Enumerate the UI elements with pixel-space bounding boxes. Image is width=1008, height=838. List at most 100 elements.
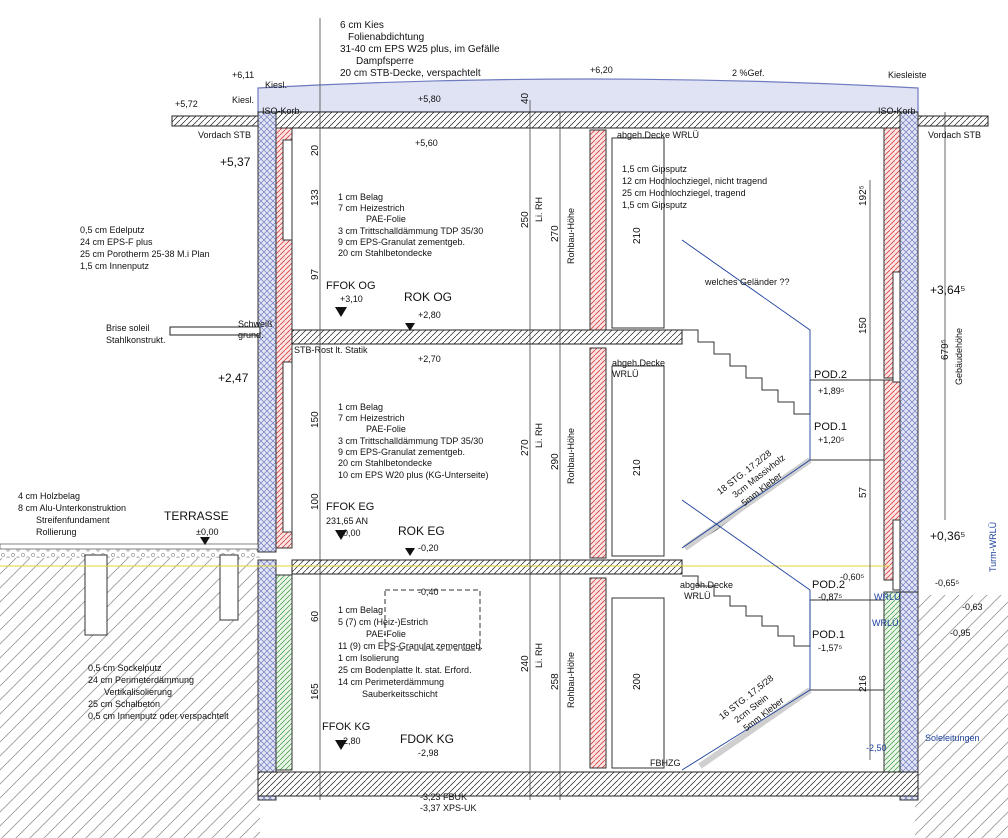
canopy-left xyxy=(171,115,261,127)
dim-290: 290 xyxy=(550,453,561,470)
dim-165: 165 xyxy=(310,683,321,700)
level-23165: 231,65 AN xyxy=(326,516,368,526)
dim-150: 150 xyxy=(310,411,321,428)
kg-layer-7: 14 cm Perimeterdämmung xyxy=(338,677,444,687)
level-m323: -3,23 FBUK xyxy=(420,792,467,802)
door-eg xyxy=(611,365,665,557)
dim-192: 192⁵ xyxy=(858,185,869,206)
bw-layer-4: 25 cm Schalbeton xyxy=(88,699,160,709)
eg-slab xyxy=(291,559,683,575)
iso-korb-left: ISO-Korb xyxy=(262,106,300,116)
brise-soleil-bar xyxy=(169,326,261,336)
bw-layer-5: 0,5 cm Innenputz oder verspachtelt xyxy=(88,711,229,721)
window-left-eg xyxy=(282,361,293,533)
kg-layer-2: 5 (7) cm (Heiz-)Estrich xyxy=(338,617,428,627)
bw-layer-3: Vertikalisolierung xyxy=(104,687,172,697)
li-rh-og: Li. RH xyxy=(534,197,544,222)
rohbau-og: Rohbau-Höhe xyxy=(566,208,576,264)
level-537: +5,37 xyxy=(220,155,251,169)
level-310: +3,10 xyxy=(340,294,363,304)
kiesleiste-label: Kiesleiste xyxy=(888,70,927,80)
window-right-eg xyxy=(892,519,901,591)
rohbau-eg: Rohbau-Höhe xyxy=(566,428,576,484)
terrace-layer-2: 8 cm Alu-Unterkonstruktion xyxy=(18,503,126,513)
dim-210-eg: 210 xyxy=(632,459,643,476)
kg-layer-8: Sauberkeitsschicht xyxy=(362,689,438,699)
level-620: +6,20 xyxy=(590,65,613,75)
wrlue-bot: WRLÜ xyxy=(684,591,711,601)
level-m060: -0,60⁵ xyxy=(840,572,865,582)
abgeh-decke-top: abgeh.Decke WRLÜ xyxy=(617,130,699,140)
pod1-top: POD.1 xyxy=(814,421,847,433)
brise-soleil-1: Brise soleil xyxy=(106,323,150,333)
li-rh-kg: Li. RH xyxy=(534,643,544,668)
iw-layer-3: 25 cm Hochlochziegel, tragend xyxy=(622,188,746,198)
interior-wall-og xyxy=(589,129,607,331)
railing-outline xyxy=(681,239,811,771)
level-m063: -0,63 xyxy=(962,602,983,612)
abgeh-decke-mid: abgeh.Decke xyxy=(612,358,665,368)
dim-240: 240 xyxy=(520,655,531,672)
level-markers xyxy=(200,307,415,750)
dim-210-og: 210 xyxy=(632,227,643,244)
kg-layer-1: 1 cm Belag xyxy=(338,605,383,615)
wrlue-side: WRLÜ xyxy=(874,592,901,602)
roof-layer-3: 31-40 cm EPS W25 plus, im Gefälle xyxy=(340,44,500,55)
terrace-label: TERRASSE xyxy=(164,509,229,523)
wall-layer-3: 25 cm Porotherm 25-38 M.i Plan xyxy=(80,249,210,259)
dim-200: 200 xyxy=(632,673,643,690)
og-layer-3: PAE-Folie xyxy=(366,214,406,224)
roof-layer-list: 6 cm Kies Folienabdichtung 31-40 cm EPS … xyxy=(340,20,500,79)
pod2-bot: POD.2 xyxy=(812,579,845,591)
window-left-og xyxy=(282,139,293,241)
wall-layer-1: 0,5 cm Edelputz xyxy=(80,225,145,235)
brise-soleil-2: Stahlkonstrukt. xyxy=(106,335,166,345)
eg-layer-7: 10 cm EPS W20 plus (KG-Unterseite) xyxy=(338,470,489,480)
roof-slab xyxy=(257,111,919,129)
dim-270-eg: 270 xyxy=(520,439,531,456)
og-slab xyxy=(291,329,683,345)
dimension-lines xyxy=(319,18,946,800)
dim-57: 57 xyxy=(858,486,869,498)
roof-gravel-insulation xyxy=(257,78,919,113)
level-572: +5,72 xyxy=(175,99,198,109)
interior-wall-layers: 1,5 cm Gipsputz 12 cm Hochlochziegel, ni… xyxy=(622,164,767,210)
dim-100: 100 xyxy=(310,493,321,510)
level-m298: -2,98 xyxy=(418,748,439,758)
level-m095: -0,95 xyxy=(950,628,971,638)
turm-wrlue: Turm-WRLÜ xyxy=(988,522,998,572)
iw-layer-2: 12 cm Hochlochziegel, nicht tragend xyxy=(622,176,767,186)
ffok-kg-label: FFOK KG xyxy=(322,721,370,733)
rok-og-label: ROK OG xyxy=(404,290,452,304)
kg-layer-5: 1 cm Isolierung xyxy=(338,653,399,663)
level-m065: -0,65⁵ xyxy=(935,578,960,588)
door-og xyxy=(611,137,665,329)
rok-eg-label: ROK EG xyxy=(398,524,445,538)
kg-floor-layers: 1 cm Belag 5 (7) cm (Heiz-)Estrich PAE-F… xyxy=(338,605,483,699)
li-rh-eg: Li. RH xyxy=(534,423,544,448)
level-m250: -2,50 xyxy=(866,743,887,753)
vertical-dimension-labels: 20 133 97 150 100 60 165 40 250 270 240 … xyxy=(310,92,998,708)
pod1-bot: POD.1 xyxy=(812,629,845,641)
bw-layer-1: 0,5 cm Sockelputz xyxy=(88,663,162,673)
iw-layer-1: 1,5 cm Gipsputz xyxy=(622,164,688,174)
strip-foundation-right xyxy=(219,554,239,621)
terrace-layer-4: Rollierung xyxy=(36,527,77,537)
level-247: +2,47 xyxy=(218,371,249,385)
basement-wall-layers: 0,5 cm Sockelputz 24 cm Perimeterdämmung… xyxy=(88,663,229,721)
level-364: +3,64⁵ xyxy=(930,283,965,297)
eg-layer-4: 3 cm Trittschalldämmung TDP 35/30 xyxy=(338,436,483,446)
kg-layer-6: 25 cm Bodenplatte lt. stat. Erford. xyxy=(338,665,472,675)
grund-label: grund. xyxy=(238,330,264,340)
vordach-left: Vordach STB xyxy=(198,130,251,140)
fbhzg-label: FBHZG xyxy=(650,758,681,768)
interior-wall-kg xyxy=(589,577,607,769)
eg-layer-1: 1 cm Belag xyxy=(338,402,383,412)
eg-floor-layers: 1 cm Belag 7 cm Heizestrich PAE-Folie 3 … xyxy=(338,402,489,480)
level-m337: -3,37 XPS-UK xyxy=(420,803,477,813)
window-right-og xyxy=(892,271,901,383)
outer-wall-layers: 0,5 cm Edelputz 24 cm EPS-F plus 25 cm P… xyxy=(80,225,210,271)
og-floor-layers: 1 cm Belag 7 cm Heizestrich PAE-Folie 3 … xyxy=(338,192,483,258)
wall-layer-2: 24 cm EPS-F plus xyxy=(80,237,153,247)
